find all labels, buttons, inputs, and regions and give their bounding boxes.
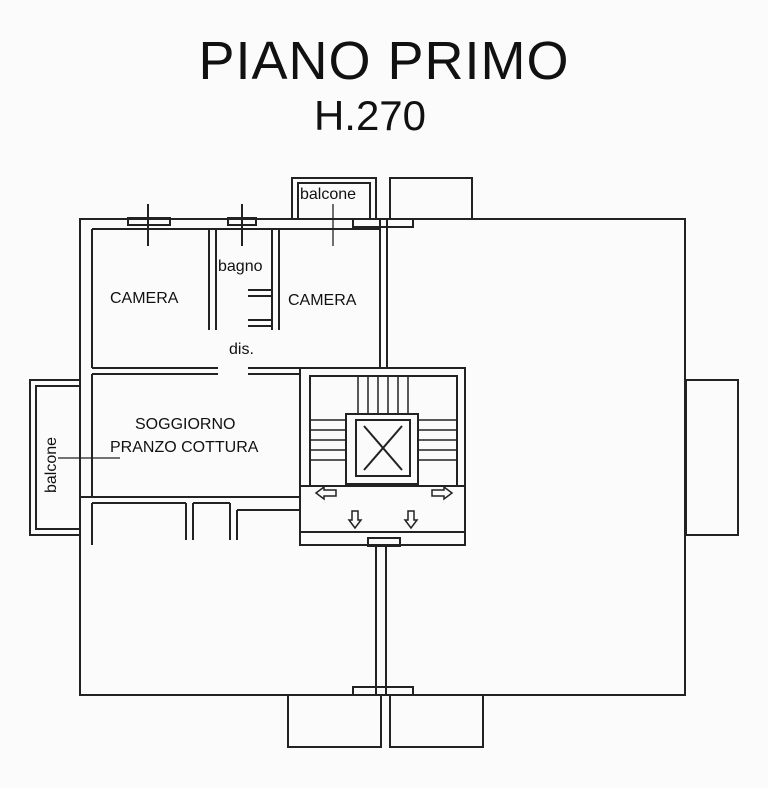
arrow-left-icon [314,485,337,501]
arrow-down-icon [347,510,363,530]
arrow-right-icon [431,485,454,501]
balcony-bottom-left [287,694,382,748]
balcony-top-right [389,177,473,220]
room-label-camera-right: CAMERA [288,292,357,309]
elevator-shaft [345,413,419,485]
room-label-soggiorno: SOGGIORNO [135,416,235,433]
plan-height-label: H.270 [313,92,427,139]
room-label-balcone-left: balcone [43,437,60,493]
room-label-bagno: bagno [218,258,263,275]
balcony-bottom-right [389,694,484,748]
arrow-down-icon [403,510,419,530]
room-label-pranzo-cottura: PRANZO COTTURA [110,439,259,456]
plan-title: PIANO PRIMO [198,31,570,91]
balcony-top-left-inner [297,182,371,220]
room-label-dis: dis. [229,341,254,358]
room-label-balcone-top: balcone [300,186,356,203]
balcony-right [685,379,739,536]
stairwell [299,367,466,546]
room-label-camera-left: CAMERA [110,290,179,307]
